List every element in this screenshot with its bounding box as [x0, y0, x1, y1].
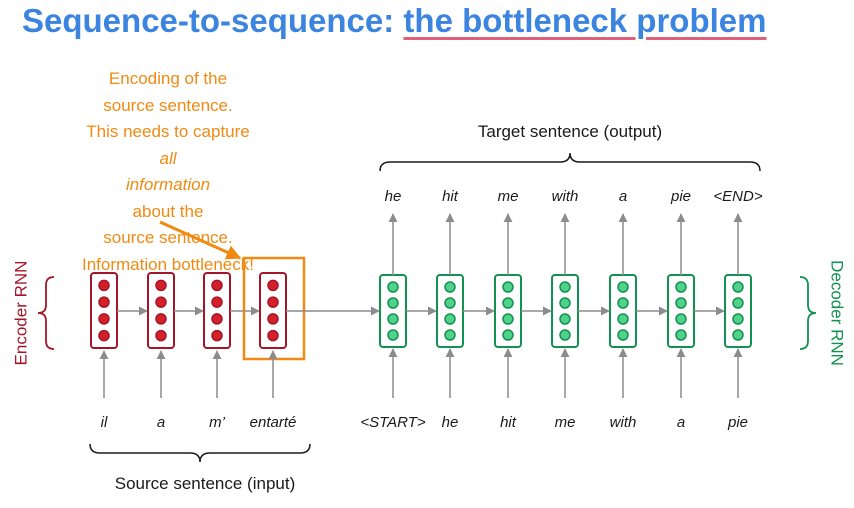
decoder-cell-2-dot: [444, 313, 456, 325]
decoder-input-word: with: [610, 414, 637, 431]
encoder-cell-4-dot: [267, 313, 279, 325]
decoder-cell-7-dot: [732, 329, 744, 341]
target-sentence-label: Target sentence (output): [478, 122, 662, 141]
decoder-input-word: pie: [727, 414, 748, 431]
decoder-output-word: a: [619, 188, 627, 205]
decoder-output-word: hit: [442, 188, 459, 205]
decoder-output-word: he: [385, 188, 402, 205]
encoder-brace: [37, 276, 55, 350]
encoder-cell-1-dot: [98, 313, 110, 325]
encoder-input-word: il: [101, 414, 108, 431]
encoder-rnn-label: Encoder RNN: [11, 261, 30, 366]
decoder-output-word: with: [552, 188, 579, 205]
title-highlight: the bottleneck problem: [403, 2, 767, 39]
decoder-cell-1-dot: [387, 313, 399, 325]
encoder-cell-3-dot: [211, 329, 223, 342]
annotation-line-2: source sentence.: [103, 95, 233, 115]
encoder-cell-3-dot: [211, 279, 223, 292]
target-sentence-brace: [379, 152, 761, 172]
annotation-line-4: information about the: [125, 175, 211, 221]
encoder-input-word: m’: [209, 414, 225, 431]
decoder-input-word: hit: [500, 414, 517, 431]
decoder-cell-4-dot: [559, 313, 571, 325]
decoder-cell-6-dot: [675, 313, 687, 325]
decoder-cell-7-dot: [732, 313, 744, 325]
annotation-line-3: This needs to capture all: [86, 122, 250, 168]
encoder-input-word: entarté: [250, 414, 297, 431]
decoder-cell-2-dot: [444, 329, 456, 341]
decoder-output-word: me: [498, 188, 519, 205]
annotation-line-6: Information bottleneck!: [82, 254, 254, 274]
encoder-cell-4-dot: [267, 296, 279, 308]
decoder-cell-5-dot: [617, 329, 629, 341]
decoder-cell-4-dot: [559, 281, 571, 293]
encoder-cell-2-dot: [155, 279, 167, 292]
encoder-cell-3-dot: [211, 296, 223, 308]
decoder-cell-5-dot: [617, 313, 629, 325]
decoder-input-word: he: [442, 414, 459, 431]
decoder-cell-6-dot: [675, 329, 687, 341]
decoder-cell-1-dot: [387, 329, 399, 341]
decoder-cell-2-dot: [444, 281, 456, 293]
encoder-cell-1-dot: [98, 296, 110, 308]
decoder-cell-1-dot: [387, 281, 399, 293]
encoder-cell-2-dot: [155, 296, 167, 308]
decoder-brace: [799, 276, 817, 350]
decoder-cell-3-dot: [502, 281, 514, 293]
decoder-input-word: <START>: [360, 414, 426, 431]
decoder-cell-7-dot: [732, 297, 744, 309]
source-sentence-brace: [89, 443, 311, 463]
decoder-cell-5-dot: [617, 281, 629, 293]
decoder-cell-3-dot: [502, 297, 514, 309]
bottleneck-annotation: Encoding of the source sentence. This ne…: [18, 66, 318, 278]
decoder-cell-3-dot: [502, 329, 514, 341]
annotation-line-1: Encoding of the: [108, 69, 228, 88]
encoder-cell-2-dot: [155, 313, 167, 325]
decoder-cell-4-dot: [559, 329, 571, 341]
encoder-input-word: a: [157, 414, 165, 431]
slide-title: Sequence-to-sequence: the bottleneck pro…: [22, 2, 766, 40]
decoder-cell-7-dot: [732, 281, 744, 293]
bottleneck-pointer-arrow: [159, 220, 242, 260]
decoder-cell-3-dot: [502, 313, 514, 325]
encoder-cell-1-dot: [98, 329, 110, 342]
decoder-output-word: <END>: [713, 188, 762, 205]
decoder-cell-1-dot: [387, 297, 399, 309]
decoder-input-word: a: [677, 414, 685, 431]
decoder-input-word: me: [555, 414, 576, 431]
decoder-cell-5-dot: [617, 297, 629, 309]
encoder-cell-4-dot: [267, 279, 279, 292]
source-sentence-label: Source sentence (input): [115, 474, 296, 493]
decoder-output-word: pie: [670, 188, 691, 205]
encoder-cell-1-dot: [98, 279, 110, 292]
decoder-cell-2-dot: [444, 297, 456, 309]
encoder-cell-3-dot: [211, 313, 223, 325]
encoder-cell-4-dot: [267, 329, 279, 342]
decoder-rnn-label: Decoder RNN: [828, 260, 847, 366]
decoder-cell-6-dot: [675, 281, 687, 293]
title-prefix: Sequence-to-sequence:: [22, 2, 404, 39]
annotation-line-5: source sentence.: [103, 228, 233, 247]
encoder-cell-2-dot: [155, 329, 167, 342]
decoder-cell-4-dot: [559, 297, 571, 309]
decoder-cell-6-dot: [675, 297, 687, 309]
